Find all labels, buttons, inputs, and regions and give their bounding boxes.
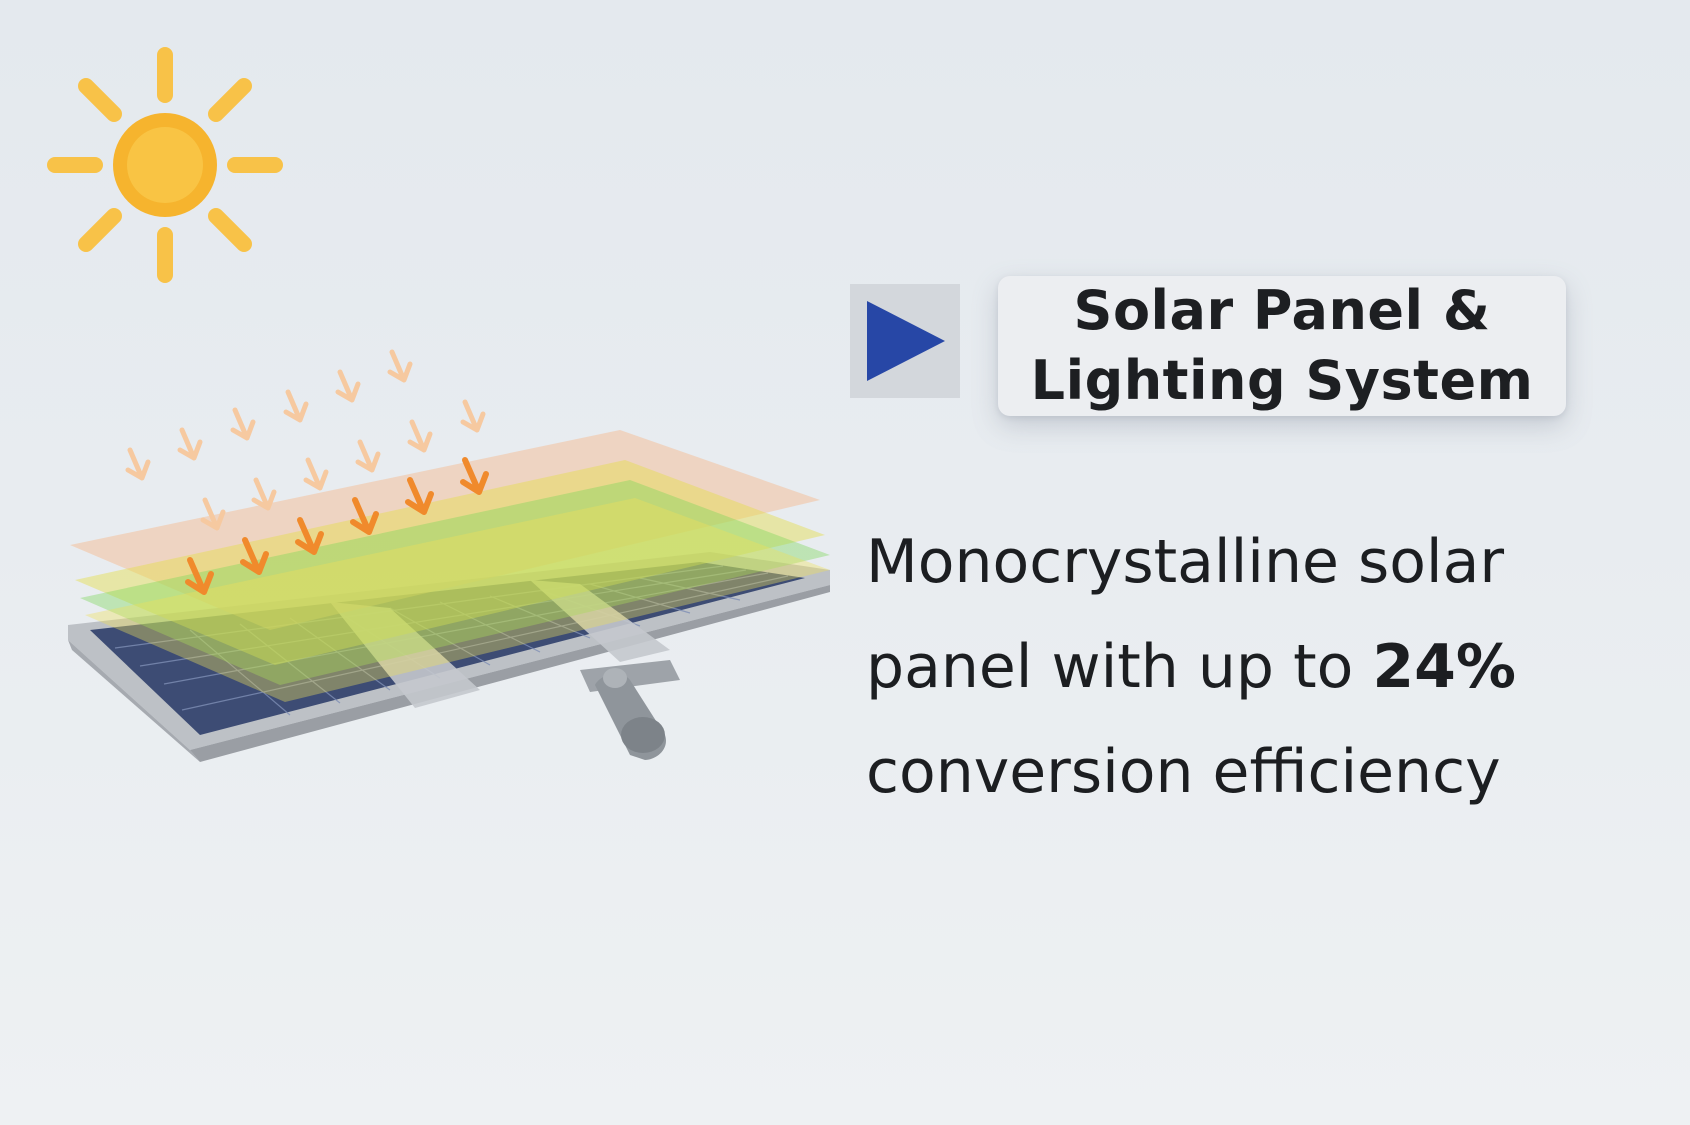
efficiency-value: 24% — [1372, 632, 1517, 702]
play-button[interactable] — [850, 284, 960, 398]
sunlight-arrow-icon — [125, 349, 489, 595]
feature-description: Monocrystalline solar panel with up to 2… — [866, 510, 1626, 825]
description-line-3: conversion efficiency — [866, 737, 1501, 807]
title-line-2: Lighting System — [1030, 349, 1534, 412]
play-triangle-icon — [867, 301, 945, 381]
title-line-1: Solar Panel & — [1073, 279, 1491, 342]
title-card: Solar Panel & Lighting System — [850, 276, 1568, 418]
light-layers — [70, 430, 830, 702]
mount-bracket — [580, 660, 680, 760]
description-line-2-text: panel with up to — [866, 632, 1373, 702]
solar-panel — [68, 552, 830, 762]
sun-icon — [47, 47, 283, 283]
description-line-1: Monocrystalline solar — [866, 527, 1505, 597]
description-line-2: panel with up to 24% — [866, 615, 1626, 720]
solar-panel-illustration — [68, 349, 830, 762]
page-title: Solar Panel & Lighting System — [998, 276, 1566, 416]
